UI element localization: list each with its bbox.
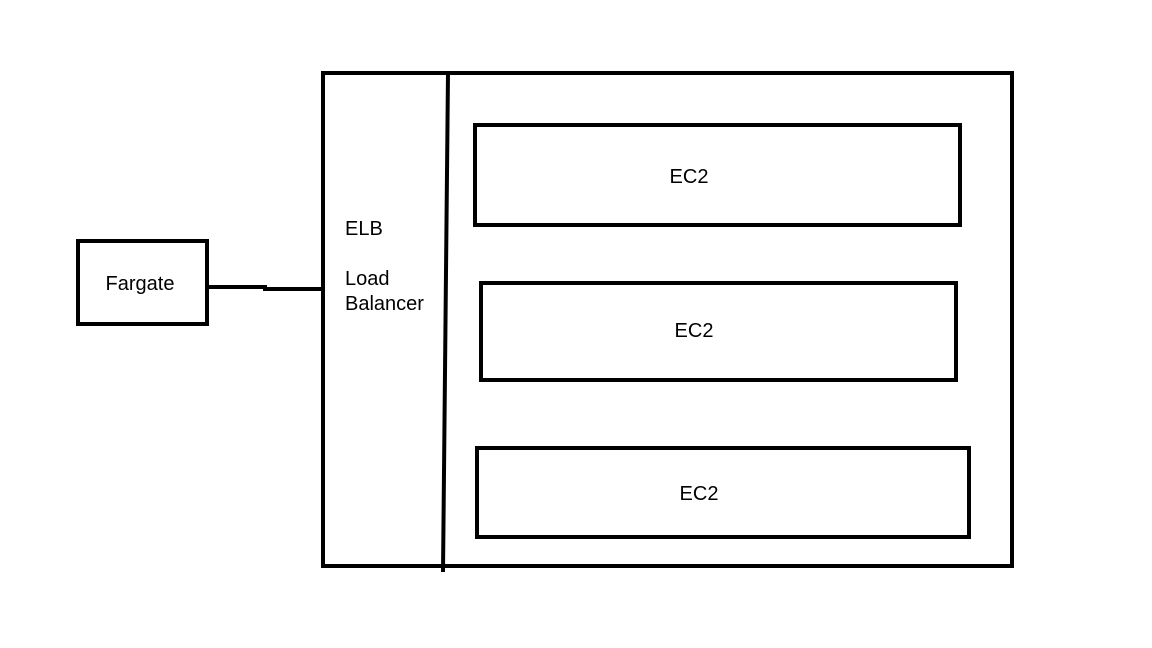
ec2-label: EC2: [680, 483, 719, 505]
ec2-box: [473, 123, 962, 227]
ec2-box: [479, 281, 958, 382]
ec2-box: [475, 446, 971, 539]
elb-divider: [441, 72, 450, 573]
cluster-container: [321, 71, 1014, 568]
fargate-node: Fargate: [76, 239, 209, 326]
load-balancer-label-line2: Balancer: [345, 293, 424, 315]
fargate-box: [76, 239, 209, 326]
elb-label: ELB: [345, 218, 383, 240]
load-balancer-node: ELB Load Balancer: [345, 218, 424, 315]
fargate-label: Fargate: [106, 273, 175, 295]
load-balancer-label-line1: Load: [345, 268, 390, 290]
ec2-instance: EC2: [479, 281, 958, 382]
ec2-instance: EC2: [475, 446, 971, 539]
ec2-instance: EC2: [473, 123, 962, 227]
ec2-label: EC2: [675, 320, 714, 342]
ec2-label: EC2: [670, 166, 709, 188]
fargate-to-elb-connector: [207, 285, 323, 291]
